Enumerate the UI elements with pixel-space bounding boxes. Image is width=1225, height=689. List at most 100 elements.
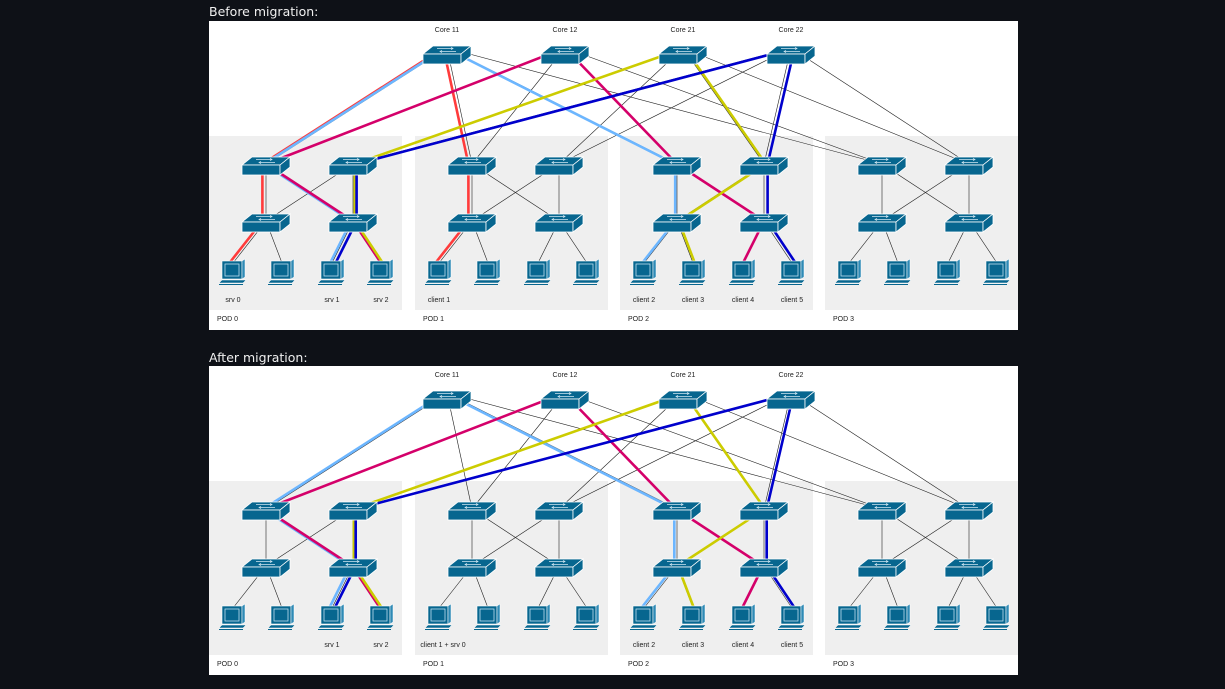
- agg-switch-pod0-1: [327, 156, 379, 176]
- edge-switch-pod0-0: [240, 213, 292, 233]
- agg-switch-pod0-0: [240, 156, 292, 176]
- edge-switch-pod0-1: [327, 213, 379, 233]
- agg-switch-pod2-0: [651, 501, 703, 521]
- link-core3-pod1: [558, 392, 792, 510]
- pod-label: POD 2: [628, 316, 649, 323]
- core-label: Core 11: [435, 27, 459, 34]
- host-pod3-1: [883, 258, 912, 285]
- edge-switch-pod2-1: [738, 213, 790, 233]
- host-label: client 5: [781, 297, 803, 304]
- edge-switch-pod2-1: [738, 558, 790, 578]
- agg-switch-pod1-0: [446, 501, 498, 521]
- agg-switch-pod2-1: [738, 156, 790, 176]
- core-label: Core 22: [779, 27, 804, 34]
- host-pod0-0: [218, 258, 247, 285]
- link-core0-pod1: [446, 392, 473, 510]
- core-label: Core 11: [435, 372, 459, 379]
- host-pod0-1: [267, 258, 296, 285]
- link-core3-pod3: [790, 47, 970, 165]
- agg-switch-pod3-1: [943, 156, 995, 176]
- core-switch-3: [765, 390, 817, 410]
- core-switch-1: [539, 45, 591, 65]
- host-label: srv 1: [324, 297, 339, 304]
- edge-switch-pod1-0: [446, 213, 498, 233]
- edge-switch-pod1-1: [533, 558, 585, 578]
- host-label: client 3: [682, 642, 704, 649]
- edge-switch-pod3-0: [856, 558, 908, 578]
- edge-switch-pod3-1: [943, 213, 995, 233]
- core-switch-0: [421, 45, 473, 65]
- core-label: Core 22: [779, 372, 804, 379]
- devices: Core 11 Core 12 Core 21 Core 22 srv 0 srv 1 sr…: [217, 27, 1011, 323]
- after-migration-heading: After migration:: [209, 350, 308, 365]
- link-core2-pod3: [682, 392, 970, 510]
- host-pod3-3: [982, 258, 1011, 285]
- host-pod2-3: [777, 603, 806, 630]
- host-label: client 3: [682, 297, 704, 304]
- core-switch-3: [765, 45, 817, 65]
- host-pod1-1: [473, 603, 502, 630]
- host-pod2-1: [678, 258, 707, 285]
- edge-switch-pod2-0: [651, 558, 703, 578]
- host-pod2-2: [728, 258, 757, 285]
- pod-label: POD 1: [423, 316, 444, 323]
- edge-switch-pod1-1: [533, 213, 585, 233]
- link-core2-pod3: [682, 47, 970, 165]
- host-pod2-0: [629, 603, 658, 630]
- host-label: client 1 + srv 0: [420, 642, 465, 649]
- host-label: client 2: [633, 642, 655, 649]
- host-label: client 1: [428, 297, 450, 304]
- host-label: srv 0: [225, 297, 240, 304]
- host-pod3-1: [883, 603, 912, 630]
- before-migration-diagram: Core 11 Core 12 Core 21 Core 22 srv 0 srv 1 sr…: [209, 21, 1018, 330]
- before-migration-heading: Before migration:: [209, 4, 319, 19]
- core-label: Core 21: [671, 27, 696, 34]
- agg-switch-pod3-1: [943, 501, 995, 521]
- pod-label: POD 3: [833, 661, 854, 668]
- edge-switch-pod2-0: [651, 213, 703, 233]
- agg-switch-pod1-1: [533, 501, 585, 521]
- link-core2-pod2: [682, 47, 765, 165]
- host-pod1-3: [572, 258, 601, 285]
- core-switch-2: [657, 390, 709, 410]
- link-core3-pod3: [790, 392, 970, 510]
- link-core0-pod1: [446, 47, 473, 165]
- host-pod1-2: [523, 603, 552, 630]
- agg-switch-pod0-1: [327, 501, 379, 521]
- host-pod2-1: [678, 603, 707, 630]
- agg-switch-pod2-1: [738, 501, 790, 521]
- agg-switch-pod1-0: [446, 156, 498, 176]
- core-label: Core 12: [553, 372, 578, 379]
- link-core3-pod1: [558, 47, 792, 165]
- host-pod2-3: [777, 258, 806, 285]
- edge-switch-pod0-0: [240, 558, 292, 578]
- core-switch-0: [421, 390, 473, 410]
- agg-switch-pod0-0: [240, 501, 292, 521]
- link-core3-pod2: [763, 392, 792, 510]
- host-label: client 4: [732, 642, 754, 649]
- host-label: srv 1: [324, 642, 339, 649]
- host-pod3-3: [982, 603, 1011, 630]
- core-label: Core 12: [553, 27, 578, 34]
- agg-switch-pod1-1: [533, 156, 585, 176]
- pod-label: POD 2: [628, 661, 649, 668]
- host-label: srv 2: [373, 642, 388, 649]
- pod-label: POD 1: [423, 661, 444, 668]
- edge-switch-pod3-0: [856, 213, 908, 233]
- host-pod0-0: [218, 603, 247, 630]
- host-pod2-0: [629, 258, 658, 285]
- host-pod1-3: [572, 603, 601, 630]
- host-pod0-3: [366, 603, 395, 630]
- host-label: srv 2: [373, 297, 388, 304]
- agg-switch-pod3-0: [856, 156, 908, 176]
- host-label: client 5: [781, 642, 803, 649]
- edge-switch-pod0-1: [327, 558, 379, 578]
- host-label: client 2: [633, 297, 655, 304]
- host-pod2-2: [728, 603, 757, 630]
- agg-switch-pod3-0: [856, 501, 908, 521]
- link-core0-pod3: [446, 47, 883, 165]
- pod-label: POD 3: [833, 316, 854, 323]
- host-pod1-1: [473, 258, 502, 285]
- host-pod0-2: [317, 603, 346, 630]
